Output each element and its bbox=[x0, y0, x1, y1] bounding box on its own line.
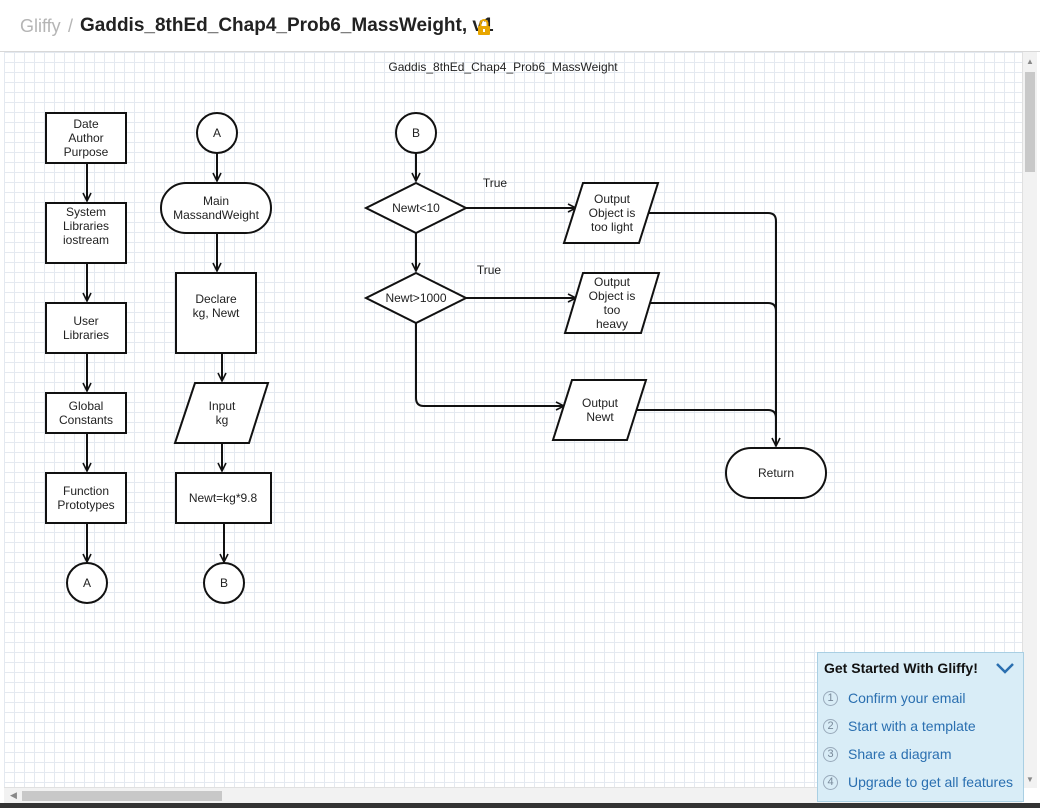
get-started-item-share[interactable]: 3 Share a diagram bbox=[823, 743, 952, 765]
chevron-down-icon[interactable] bbox=[994, 659, 1016, 677]
output-line: Output bbox=[594, 275, 631, 289]
user-line: User bbox=[73, 314, 98, 328]
input-line: kg bbox=[216, 413, 229, 427]
branch-label: True bbox=[483, 176, 508, 190]
get-started-item-upgrade[interactable]: 4 Upgrade to get all features bbox=[823, 771, 1013, 793]
output-line: heavy bbox=[596, 317, 628, 331]
user-line: Libraries bbox=[63, 328, 109, 342]
input-line: Input bbox=[209, 399, 236, 413]
output-line: too light bbox=[591, 220, 634, 234]
app-header: Gliffy / Gaddis_8thEd_Chap4_Prob6_MassWe… bbox=[0, 0, 1040, 52]
calc-label: Newt=kg*9.8 bbox=[189, 491, 258, 505]
get-started-panel: Get Started With Gliffy! 1 Confirm your … bbox=[817, 652, 1024, 802]
decision-label: Newt<10 bbox=[392, 201, 440, 215]
header-line: Author bbox=[68, 131, 103, 145]
output-line: Output bbox=[594, 192, 631, 206]
vertical-scroll-thumb[interactable] bbox=[1025, 72, 1035, 172]
main-terminal bbox=[160, 182, 272, 234]
system-line: iostream bbox=[63, 233, 109, 247]
output-line: Output bbox=[582, 396, 619, 410]
function-prototypes-block bbox=[45, 472, 127, 524]
connector-a-out bbox=[66, 562, 108, 604]
system-line: System bbox=[66, 205, 106, 219]
scroll-up-arrow-icon[interactable]: ▲ bbox=[1026, 57, 1034, 66]
vertical-scrollbar[interactable]: ▲ ▼ bbox=[1022, 52, 1037, 788]
header-line: Date bbox=[73, 117, 99, 131]
horizontal-scrollbar[interactable]: ◀ bbox=[4, 787, 1022, 804]
get-started-title: Get Started With Gliffy! bbox=[824, 660, 978, 676]
get-started-link[interactable]: Confirm your email bbox=[848, 690, 966, 706]
get-started-link[interactable]: Share a diagram bbox=[848, 746, 952, 762]
return-terminal bbox=[725, 447, 827, 499]
system-line: Libraries bbox=[63, 219, 109, 233]
proto-line: Prototypes bbox=[57, 498, 114, 512]
output-too-light bbox=[562, 182, 660, 244]
branch-label: True bbox=[477, 263, 502, 277]
main-line: Main bbox=[203, 194, 229, 208]
edge bbox=[649, 212, 776, 446]
edge bbox=[415, 323, 564, 406]
connector-label: B bbox=[412, 126, 420, 140]
input-parallelogram bbox=[173, 382, 270, 444]
step-number: 4 bbox=[823, 774, 838, 790]
output-line: Object is bbox=[589, 289, 636, 303]
declare-line: kg, Newt bbox=[193, 306, 240, 320]
connector-label: B bbox=[220, 576, 228, 590]
terminal-label: Return bbox=[758, 466, 794, 480]
global-line: Constants bbox=[59, 413, 113, 427]
breadcrumb-separator: / bbox=[68, 16, 74, 36]
decision-label: Newt>1000 bbox=[385, 291, 446, 305]
header-block bbox=[45, 112, 127, 164]
output-line: Newt bbox=[586, 410, 614, 424]
connector-label: A bbox=[83, 576, 91, 590]
declare-block bbox=[175, 272, 257, 354]
connector-b-in bbox=[395, 112, 437, 154]
brand-link[interactable]: Gliffy bbox=[20, 16, 61, 36]
decision-newt-gt-1000 bbox=[363, 271, 469, 325]
main-line: MassandWeight bbox=[173, 208, 259, 222]
global-line: Global bbox=[69, 399, 104, 413]
header-line: Purpose bbox=[64, 145, 109, 159]
connector-b-out bbox=[203, 562, 245, 604]
connector-a-in bbox=[196, 112, 238, 154]
declare-line: Declare bbox=[195, 292, 237, 306]
scroll-down-arrow-icon[interactable]: ▼ bbox=[1026, 775, 1034, 784]
flowchart[interactable]: Gaddis_8thEd_Chap4_Prob6_MassWeight Date… bbox=[4, 52, 1022, 787]
edge bbox=[636, 409, 777, 419]
connector-label: A bbox=[213, 126, 221, 140]
window-bottom-edge bbox=[0, 803, 1040, 808]
horizontal-scroll-thumb[interactable] bbox=[22, 791, 222, 801]
edge bbox=[649, 302, 777, 312]
lock-icon bbox=[478, 19, 490, 35]
get-started-item-confirm-email[interactable]: 1 Confirm your email bbox=[823, 687, 965, 709]
scroll-left-arrow-icon[interactable]: ◀ bbox=[10, 790, 17, 800]
step-number: 3 bbox=[823, 746, 838, 762]
get-started-link[interactable]: Upgrade to get all features bbox=[848, 774, 1013, 790]
document-title[interactable]: Gaddis_8thEd_Chap4_Prob6_MassWeight, v1 bbox=[80, 15, 494, 36]
output-line: Object is bbox=[589, 206, 636, 220]
calc-block bbox=[175, 472, 272, 524]
get-started-item-template[interactable]: 2 Start with a template bbox=[823, 715, 976, 737]
global-constants-block bbox=[45, 392, 127, 434]
system-libraries-block bbox=[45, 202, 127, 264]
output-line: too bbox=[604, 303, 621, 317]
diagram-title: Gaddis_8thEd_Chap4_Prob6_MassWeight bbox=[388, 60, 618, 74]
get-started-link[interactable]: Start with a template bbox=[848, 718, 976, 734]
output-too-heavy bbox=[563, 272, 661, 334]
proto-line: Function bbox=[63, 484, 109, 498]
step-number: 1 bbox=[823, 690, 838, 706]
decision-newt-lt-10 bbox=[363, 181, 469, 235]
step-number: 2 bbox=[823, 718, 838, 734]
user-libraries-block bbox=[45, 302, 127, 354]
output-newt bbox=[551, 379, 648, 441]
